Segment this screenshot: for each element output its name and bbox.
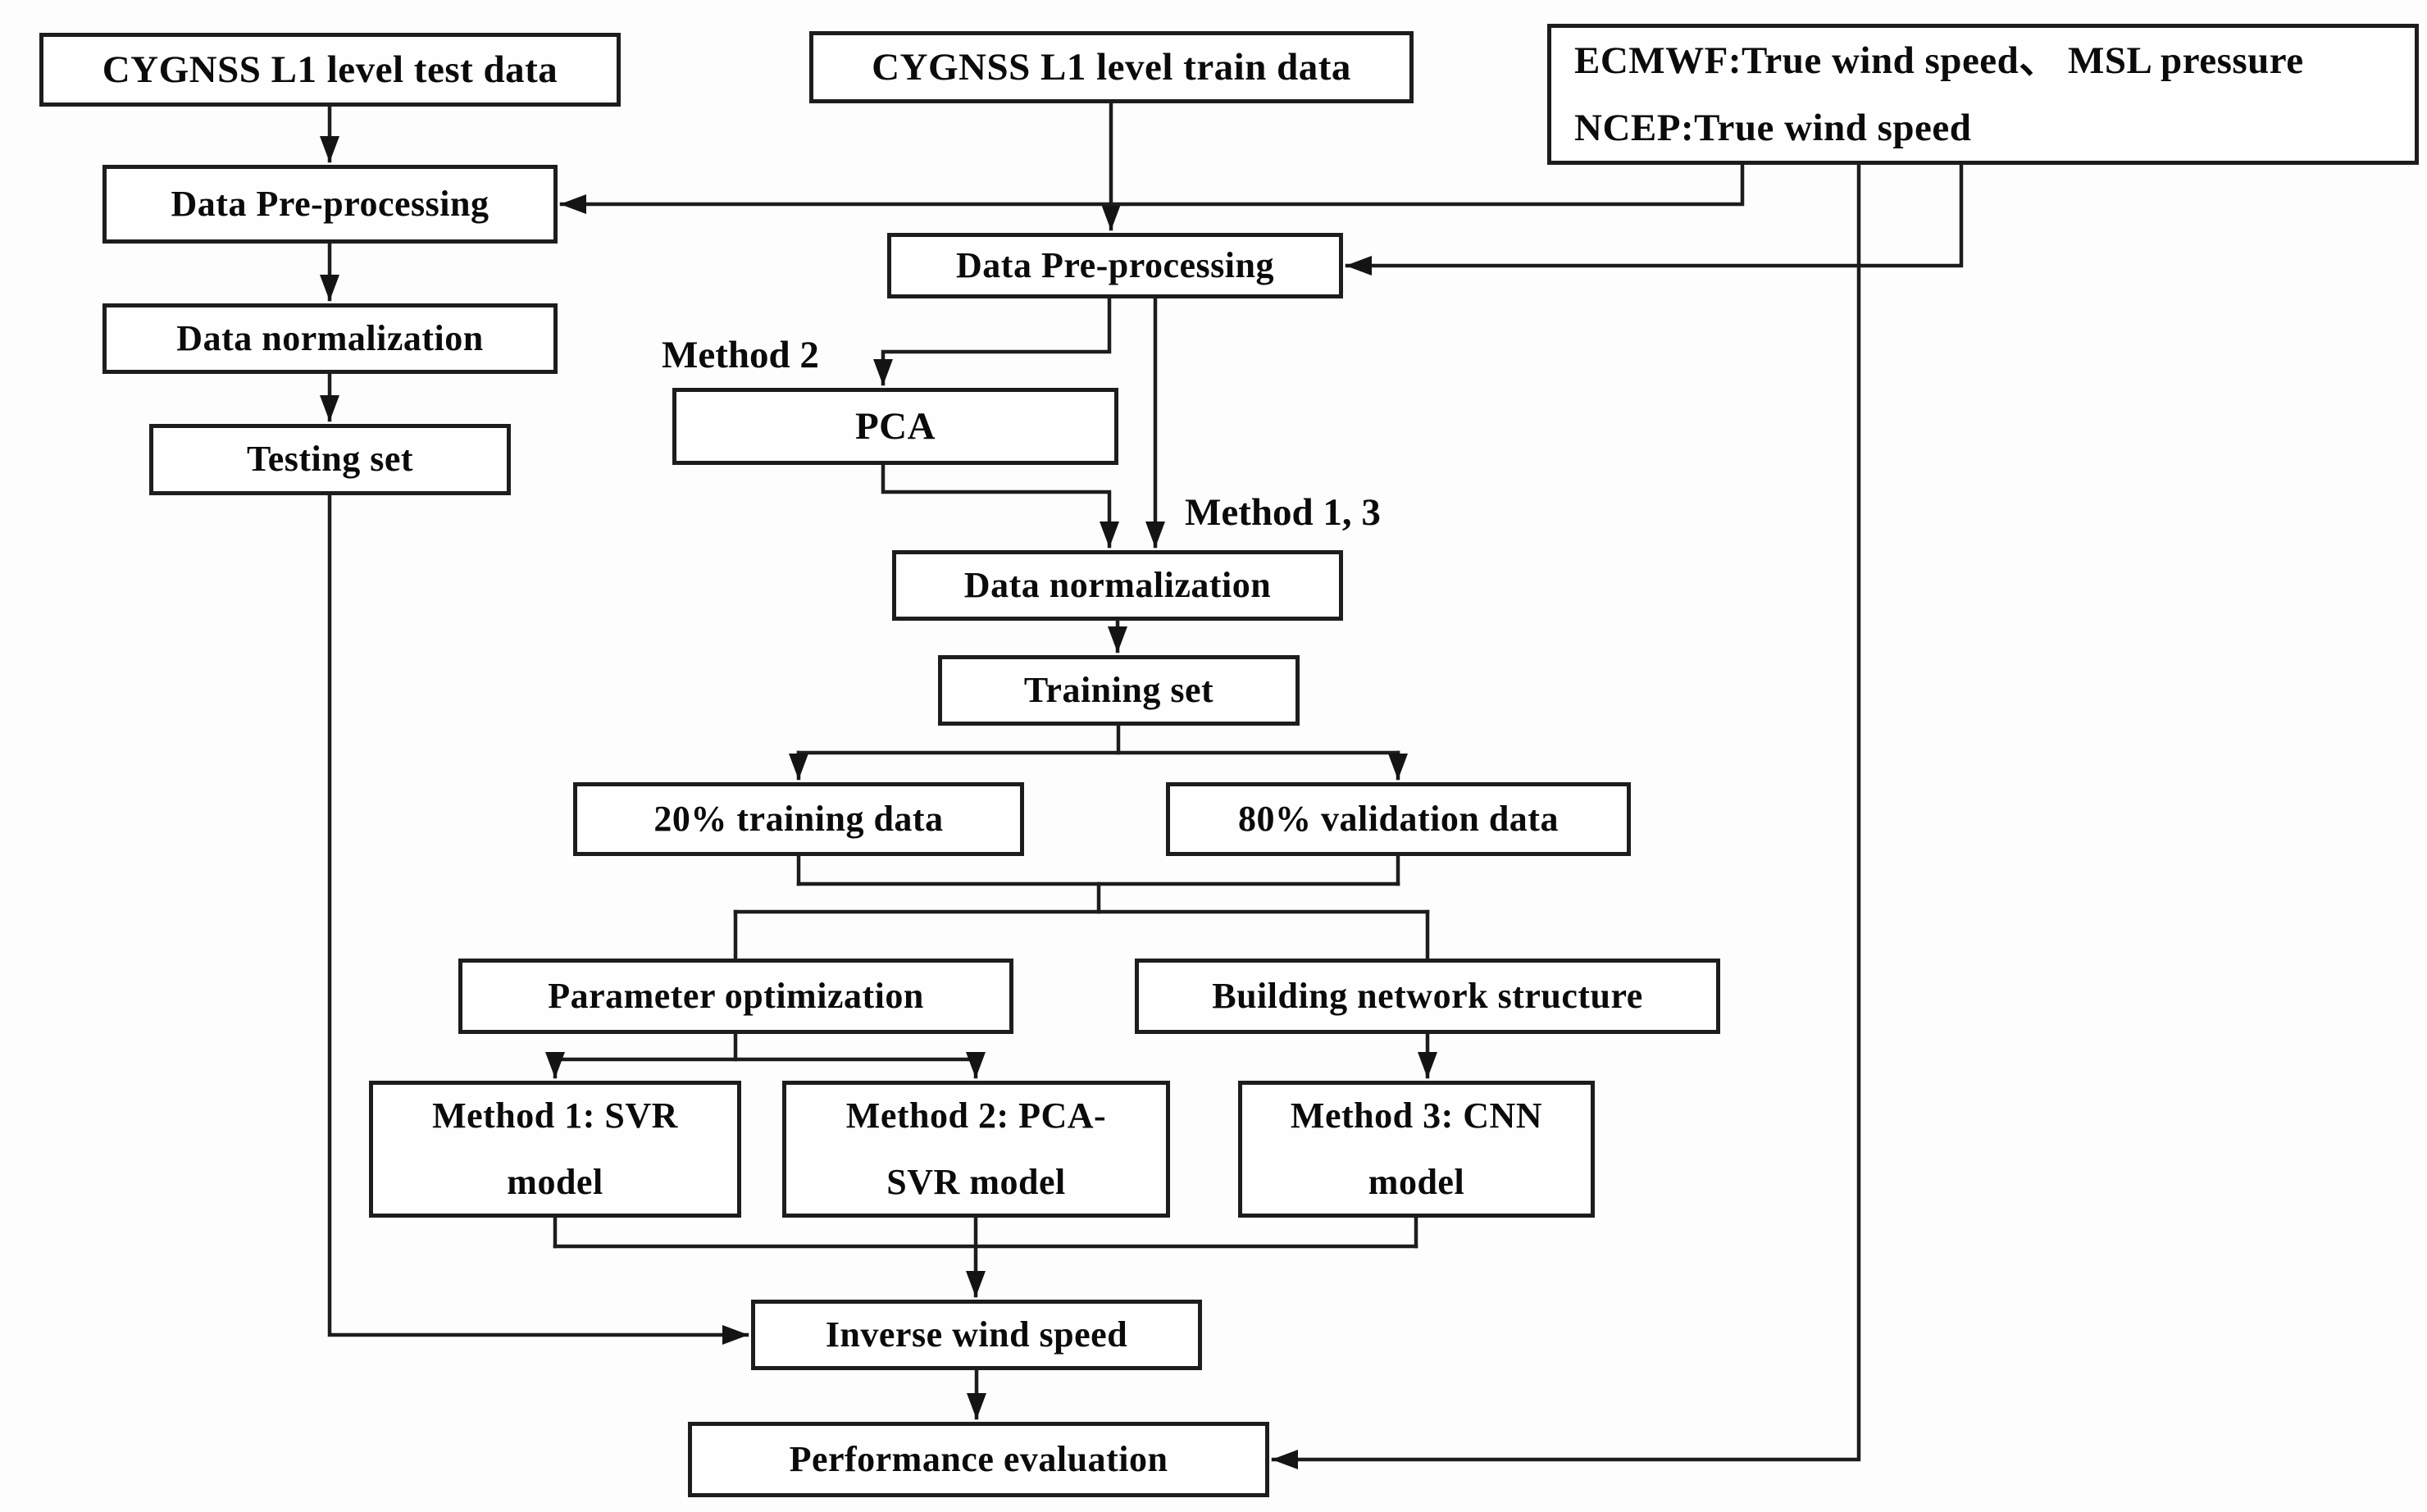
connector-ecmwf-to-performance <box>1271 162 1861 1469</box>
box-cygnss-test-data: CYGNSS L1 level test data <box>39 33 621 107</box>
box-building-network-label: Building network structure <box>1212 975 1643 1016</box>
box-training-set: Training set <box>938 655 1300 726</box>
connector-ecmwf-to-preprocess-left <box>559 162 1745 214</box>
box-preprocess-center-label: Data Pre-processing <box>956 244 1274 285</box>
box-method1-svr: Method 1: SVR model <box>369 1081 741 1218</box>
box-method2-pca-svr: Method 2: PCA- SVR model <box>782 1081 1170 1218</box>
box-parameter-optimization-label: Parameter optimization <box>548 975 924 1016</box>
box-normalization-left: Data normalization <box>102 303 558 374</box>
box-normalization-center-label: Data normalization <box>963 564 1272 605</box>
box-pca-label: PCA <box>854 404 936 448</box>
box-method1-line1: Method 1: SVR <box>432 1095 678 1136</box>
annotation-method-2-label: Method 2 <box>662 334 819 376</box>
box-cygnss-train-data-label: CYGNSS L1 level train data <box>872 45 1351 89</box>
connector-pca-to-normalization-center <box>881 462 1119 549</box>
box-testing-set: Testing set <box>149 424 511 495</box>
box-method3-line1: Method 3: CNN <box>1290 1095 1543 1136</box>
box-pca: PCA <box>672 388 1118 465</box>
connector-method2-elbow-to-pca <box>873 296 1112 386</box>
box-building-network: Building network structure <box>1135 959 1720 1034</box>
box-cygnss-train-data: CYGNSS L1 level train data <box>809 31 1414 103</box>
box-validation-80: 80% validation data <box>1166 782 1631 856</box>
box-performance-evaluation: Performance evaluation <box>688 1422 1269 1497</box>
box-validation-80-label: 80% validation data <box>1238 798 1559 839</box>
box-testing-set-label: Testing set <box>246 439 414 480</box>
annotation-method-1-3: Method 1, 3 <box>1185 491 1381 535</box>
box-method3-line2: model <box>1368 1161 1465 1202</box>
box-cygnss-test-data-label: CYGNSS L1 level test data <box>102 48 558 91</box>
box-preprocess-left-label: Data Pre-processing <box>171 183 489 224</box>
box-ecmwf-ncep: ECMWF:True wind speed、 MSL pressure NCEP… <box>1547 24 2419 165</box>
connector-ecmwf-to-preprocess-center <box>1345 162 1964 276</box>
box-preprocess-center: Data Pre-processing <box>887 233 1343 298</box>
box-method2-line2: SVR model <box>886 1161 1066 1202</box>
box-ecmwf-line2: NCEP:True wind speed <box>1574 107 1972 149</box>
box-normalization-center: Data normalization <box>892 550 1343 621</box>
box-performance-evaluation-label: Performance evaluation <box>789 1438 1168 1479</box>
annotation-method-1-3-label: Method 1, 3 <box>1185 491 1381 534</box>
box-method3-cnn: Method 3: CNN model <box>1238 1081 1595 1218</box>
annotation-method-2: Method 2 <box>662 334 819 377</box>
box-training-20-label: 20% training data <box>653 798 944 839</box>
box-preprocess-left: Data Pre-processing <box>102 165 558 244</box>
box-method2-line1: Method 2: PCA- <box>845 1095 1107 1136</box>
box-training-20: 20% training data <box>573 782 1024 856</box>
connector-testing-set-to-inverse-wind <box>327 493 749 1345</box>
box-inverse-wind-speed-label: Inverse wind speed <box>825 1314 1128 1355</box>
box-ecmwf-line1: ECMWF:True wind speed、 MSL pressure <box>1574 39 2304 82</box>
box-training-set-label: Training set <box>1023 669 1214 710</box>
box-parameter-optimization: Parameter optimization <box>458 959 1013 1034</box>
box-normalization-left-label: Data normalization <box>176 317 484 358</box>
box-method1-line2: model <box>507 1161 603 1202</box>
box-inverse-wind-speed: Inverse wind speed <box>751 1300 1202 1370</box>
